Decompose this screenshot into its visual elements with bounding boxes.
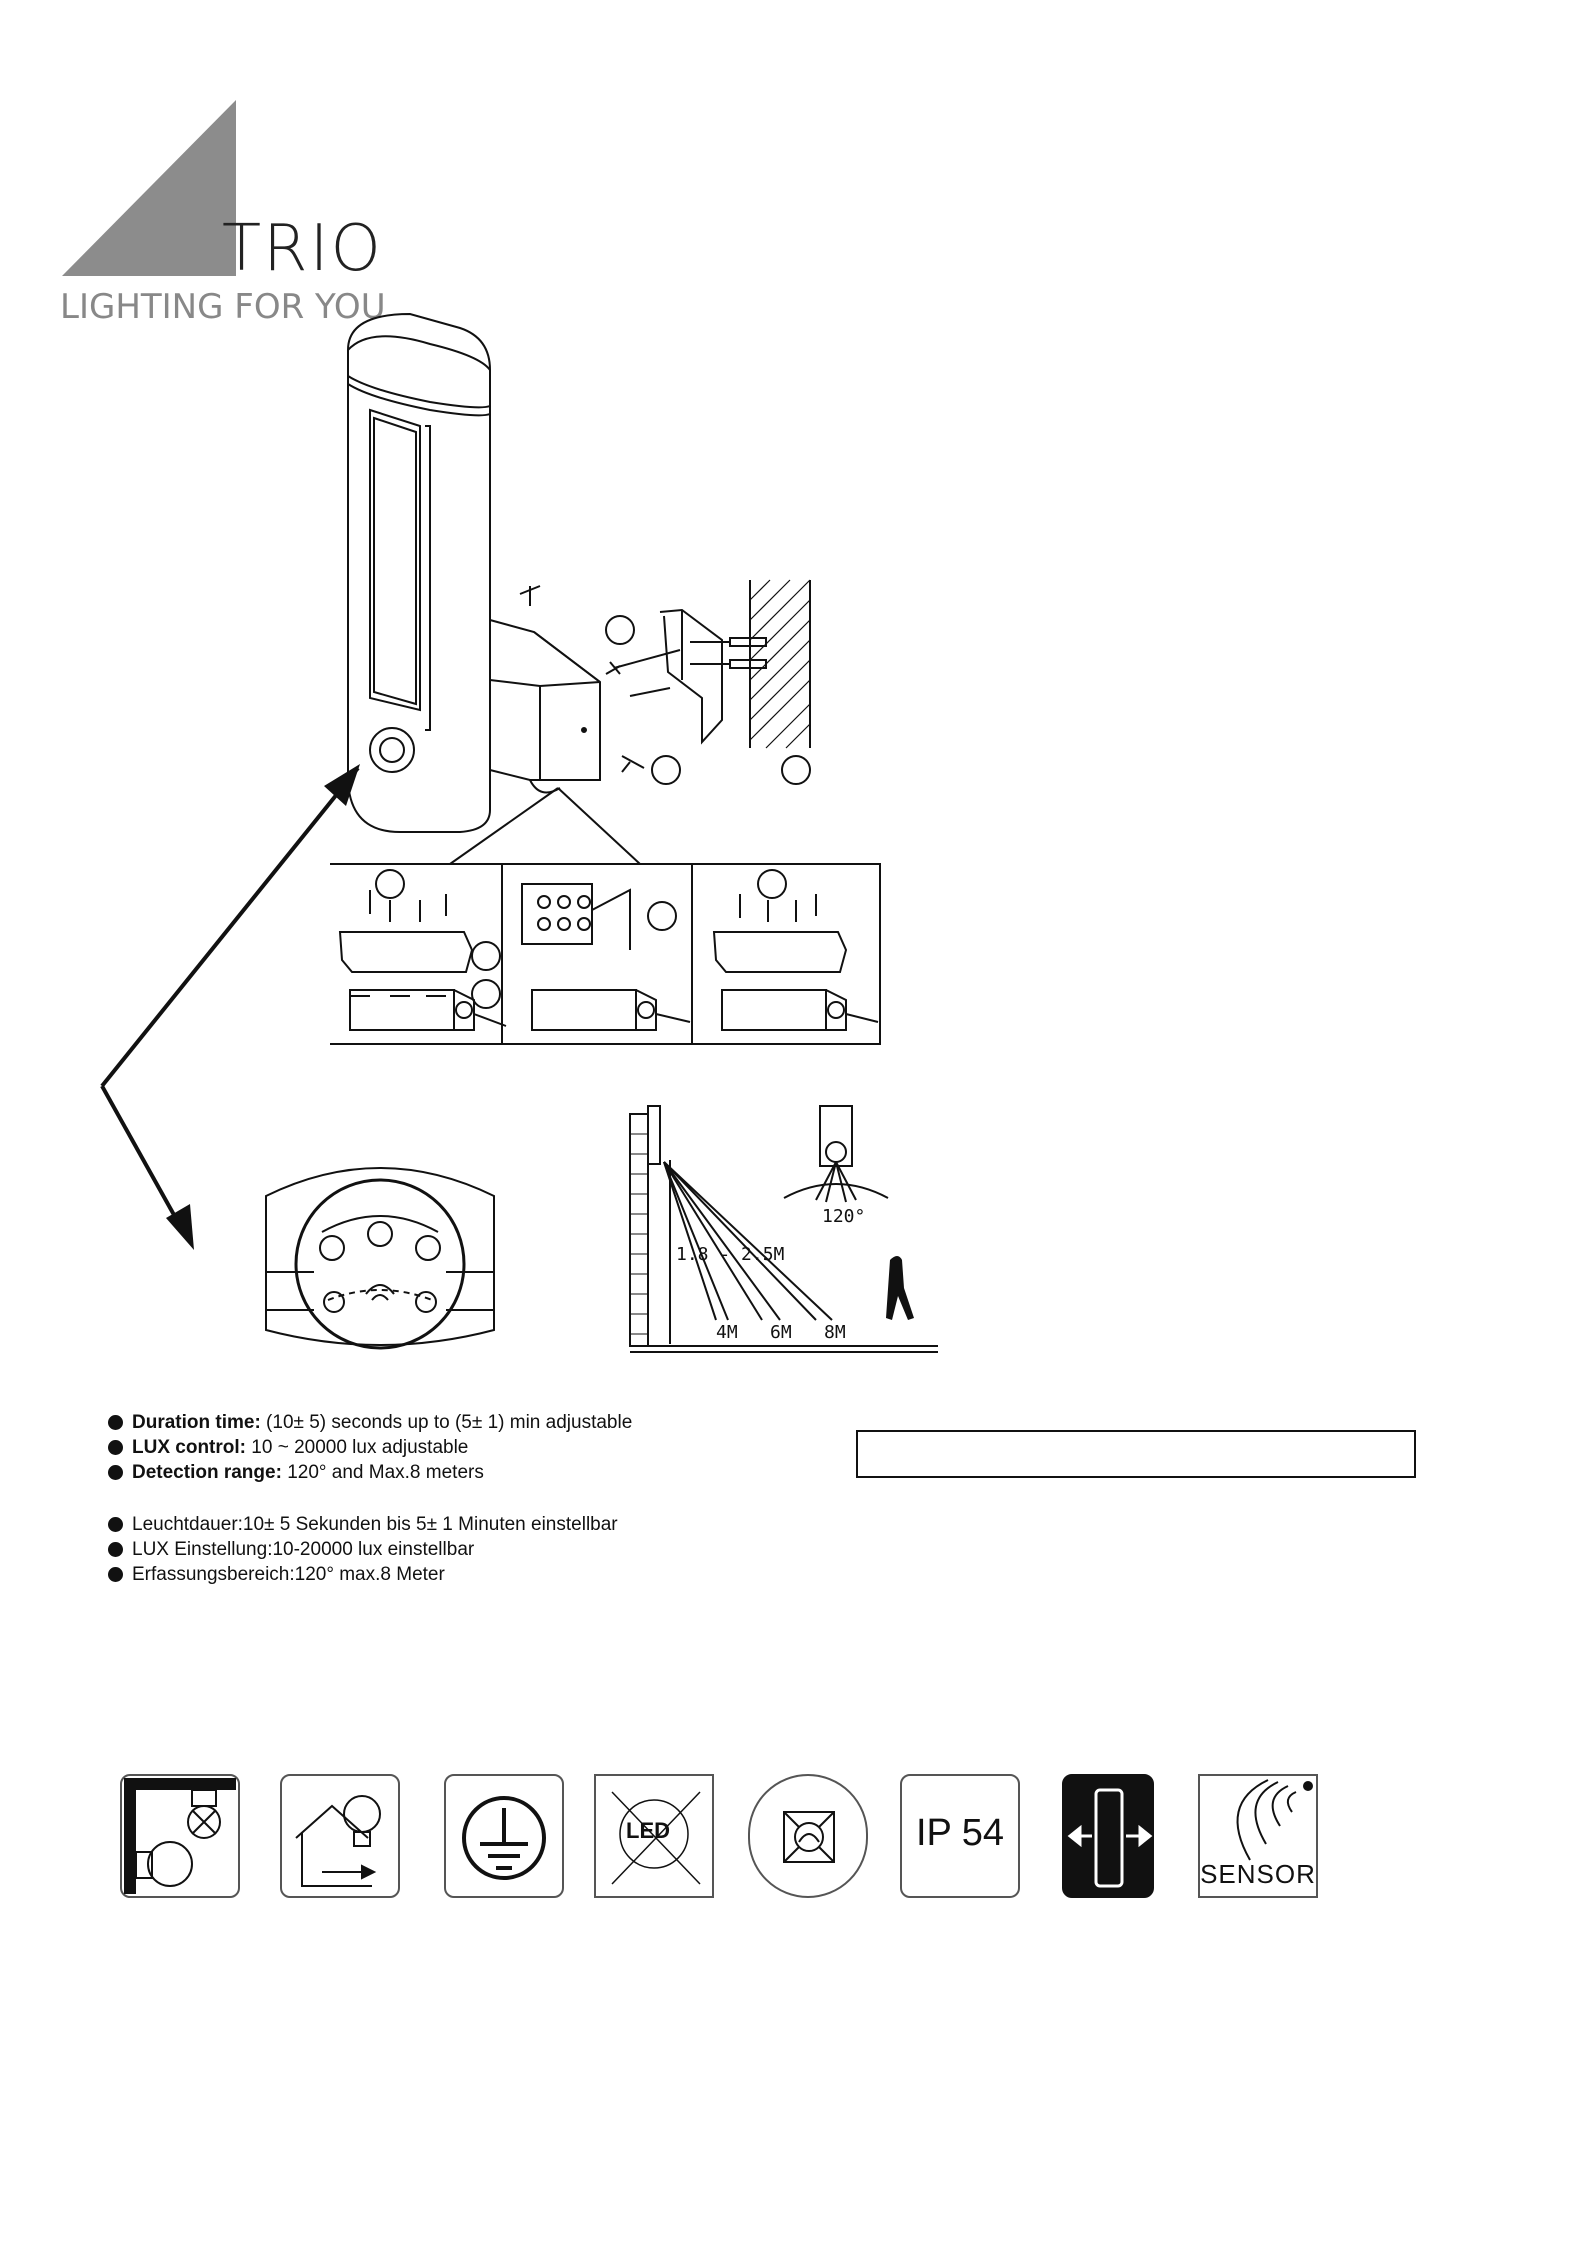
luminaire-assembly-drawing — [330, 312, 881, 1045]
adjustable-direction-icon — [1062, 1774, 1154, 1898]
spec-de-duration: Leuchtdauer:10± 5 Sekunden bis 5± 1 Minu… — [106, 1512, 618, 1537]
detail-pointer-arrow — [100, 764, 360, 1250]
specs-english: Duration time: (10± 5) seconds up to (5±… — [106, 1410, 632, 1485]
ip-rating-text: IP 54 — [915, 1812, 1005, 1854]
empty-label-box — [856, 1430, 1416, 1478]
led-text: LED — [626, 1818, 670, 1843]
range-label-8m: 8M — [824, 1322, 846, 1343]
brand-tagline: LIGHTING FOR YOU — [60, 287, 386, 327]
led-not-replaceable-icon: LED — [594, 1774, 714, 1898]
range-label-6m: 6M — [770, 1322, 792, 1343]
brand-logo-triangle — [62, 100, 236, 276]
spec-duration: Duration time: (10± 5) seconds up to (5±… — [106, 1410, 632, 1435]
specs-german: Leuchtdauer:10± 5 Sekunden bis 5± 1 Minu… — [106, 1512, 618, 1587]
mounting-height-label: 1.8 - 2.5M — [676, 1244, 785, 1265]
spec-lux: LUX control: 10 ~ 20000 lux adjustable — [106, 1435, 632, 1460]
no-dimmer-icon — [748, 1774, 868, 1898]
detection-range-diagram: 1.8 - 2.5M 4M 6M 8M 120° — [629, 1105, 938, 1353]
range-label-4m: 4M — [716, 1322, 738, 1343]
ceiling-wall-mount-icon — [120, 1774, 240, 1898]
spec-detection: Detection range: 120° and Max.8 meters — [106, 1460, 632, 1485]
ip-rating-icon: IP 54 — [900, 1774, 1020, 1898]
spec-de-lux: LUX Einstellung:10-20000 lux einstellbar — [106, 1537, 618, 1562]
detection-angle-label: 120° — [822, 1206, 865, 1227]
protective-earth-icon — [444, 1774, 564, 1898]
brand-name: TRIO — [222, 212, 383, 286]
sensor-text: SENSOR — [1200, 1859, 1316, 1889]
motion-sensor-icon: SENSOR — [1198, 1774, 1318, 1898]
spec-de-detection: Erfassungsbereich:120° max.8 Meter — [106, 1562, 618, 1587]
sensor-control-closeup — [265, 1167, 495, 1350]
outdoor-bulb-icon — [280, 1774, 400, 1898]
